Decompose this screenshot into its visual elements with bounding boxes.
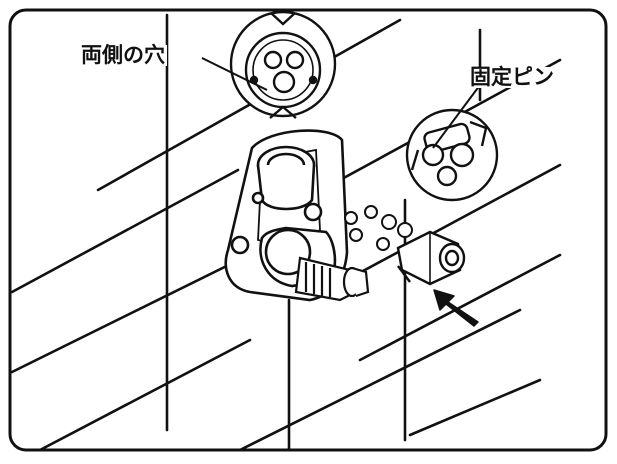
pin-detail-view (405, 108, 499, 202)
leader-line-pin (432, 84, 481, 149)
leader-line-holes (201, 57, 268, 91)
push-arrow-icon (433, 289, 479, 327)
fixing-pin-part (396, 230, 466, 286)
valve-spindle (294, 256, 370, 302)
label-fixing-pin: 固定ピン (468, 65, 556, 89)
label-side-holes: 両側の穴 (79, 43, 167, 67)
small-parts (344, 205, 413, 251)
cartridge-top-view (229, 10, 337, 119)
